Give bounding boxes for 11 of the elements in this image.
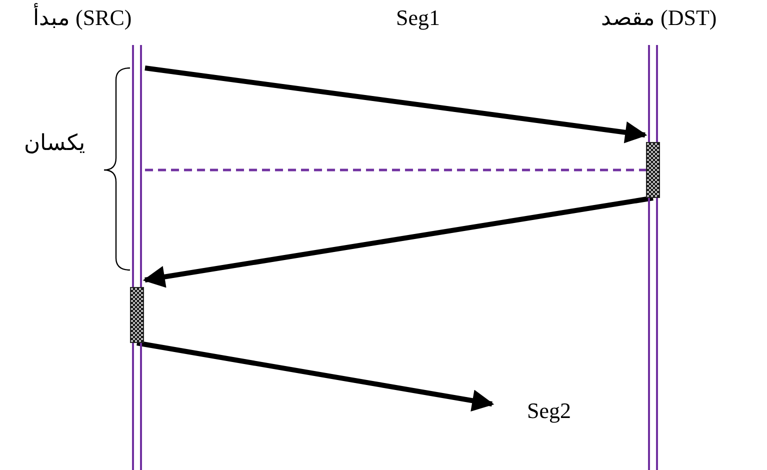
text-label: يكسان <box>24 130 85 156</box>
lifeline-label: مبدأ (SRC) <box>33 5 132 31</box>
arrow <box>136 340 494 412</box>
lifeline-label: مقصد (DST) <box>601 5 717 31</box>
dashed-line <box>145 168 646 172</box>
arrow <box>144 66 648 144</box>
activation-bar <box>130 287 144 343</box>
text-label: Seg2 <box>527 398 571 424</box>
activation-bar <box>646 142 660 198</box>
arrow <box>142 196 654 288</box>
text-label: Seg1 <box>396 5 440 31</box>
